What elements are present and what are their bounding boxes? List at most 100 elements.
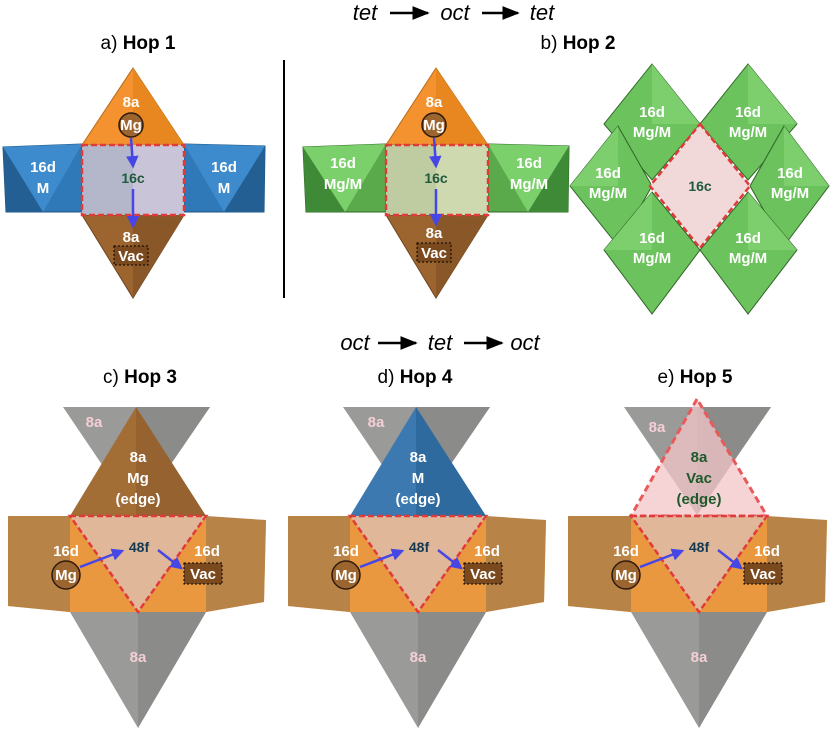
vacancy-box [183, 562, 223, 585]
mg-ion [118, 112, 144, 138]
panel-e-diagram: 8a 8a Vac (edge) 16d 16d Mg Vac 48f 8a [568, 396, 827, 728]
octa-16c-highlight [384, 143, 490, 217]
label-16d-right: 16d [211, 159, 237, 176]
label-16d-right: 16d [194, 543, 220, 560]
panel-a-diagram: 16d M 16d M 8a Mg 16c 8a Vac [2, 67, 266, 299]
label-vac: Vac [118, 248, 144, 265]
tetra-16d-left-side [303, 147, 345, 212]
octa-side-right [486, 516, 546, 612]
label-16c: 16c [121, 170, 145, 186]
panel-a-green-diagram: 16d Mg/M 16d Mg/M 8a Mg 16c 8a Vac [302, 67, 570, 299]
tetra-8a-bottom-side [133, 215, 184, 298]
label-16d: 16d [639, 104, 665, 121]
label-8a-bottom: 8a [123, 229, 140, 246]
tetra-16d-left-side [3, 147, 43, 212]
label-m-right: M [218, 180, 231, 197]
label-mg: Mg [423, 117, 445, 134]
tetra-8a-bottom-side [418, 612, 486, 728]
label-8a-top: 8a [123, 94, 140, 111]
vacancy-box [463, 562, 503, 585]
label-m-top: M [412, 470, 425, 487]
label-edge: (edge) [677, 491, 722, 508]
tetra-16d-left-face [3, 144, 82, 212]
tetra-16d-right-side [224, 146, 265, 212]
label-16d-left: 16d [333, 543, 359, 560]
octa-16c-face [386, 145, 436, 215]
label-mg: Mg [55, 567, 77, 584]
label-mgm: Mg/M [589, 185, 627, 202]
header-bottom-via: tet [428, 330, 453, 355]
octa-16d-right-face [784, 126, 829, 186]
hop-arrow-2 [437, 549, 463, 570]
label-8a-back: 8a [649, 419, 666, 436]
octa-16d-top-left-face [652, 64, 700, 124]
label-16d-left: 16d [53, 543, 79, 560]
label-8a-bottom: 8a [130, 649, 147, 666]
label-vac-top: Vac [686, 470, 712, 487]
panel-b-diagram: 16d Mg/M 16d Mg/M 16d Mg/M 16d Mg/M 16d … [569, 63, 830, 315]
label-16d: 16d [735, 230, 761, 247]
label-16d-right: 16d [516, 155, 542, 172]
vacancy-box [113, 245, 149, 266]
mg-ion [421, 112, 447, 138]
octa-16d-bottom-left-face [604, 192, 652, 250]
label-vac: Vac [421, 245, 447, 262]
hop-arrow-1 [429, 137, 442, 169]
header-top: tet oct tet [353, 0, 555, 25]
panel-d-title: d) Hop 4 [378, 367, 453, 388]
label-16d-right: 16d [754, 543, 780, 560]
label-edge: (edge) [116, 491, 161, 508]
panel-c-diagram: 8a 8a Mg (edge) 16d 16d Mg Vac 48f 8a [8, 407, 266, 728]
label-8a-top: 8a [410, 449, 427, 466]
label-vac: Vac [190, 566, 216, 583]
header-bottom-from: oct [340, 330, 370, 355]
octa-16c-highlight [80, 143, 186, 217]
tetra-8a-bottom-side [699, 612, 767, 728]
label-8a-back: 8a [368, 414, 385, 431]
panel-e-title: e) Hop 5 [658, 367, 733, 388]
label-16d: 16d [595, 165, 621, 182]
tetra-8a-top-side [436, 68, 488, 145]
tetra-8a-bottom-side [138, 612, 206, 728]
label-8a-bottom: 8a [410, 649, 427, 666]
vacancy-box [743, 562, 783, 585]
label-mg: Mg [615, 567, 637, 584]
header-top-via: oct [440, 0, 470, 25]
octa-16d-top-right-face [748, 64, 797, 124]
label-8a-bottom: 8a [691, 649, 708, 666]
octa-16c [648, 122, 752, 250]
label-16d: 16d [639, 230, 665, 247]
octa-16c-face [82, 145, 133, 215]
label-8a-top: 8a [426, 94, 443, 111]
panel-c-title: c) Hop 3 [103, 367, 177, 388]
hop-arrow-1 [79, 548, 125, 569]
panel-d-diagram: 8a 8a M (edge) 16d 16d Mg Vac 48f 8a [288, 407, 546, 728]
tetra-16d-left-face [303, 144, 386, 212]
label-mgm: Mg/M [633, 124, 671, 141]
hop-arrow-1 [359, 548, 405, 569]
label-16d-left: 16d [330, 155, 356, 172]
label-48f: 48f [129, 539, 150, 555]
tetra-8a-bottom-side [436, 215, 488, 298]
tetra-16d-right-face [184, 144, 265, 212]
mg-ion [331, 560, 361, 590]
label-16d: 16d [735, 104, 761, 121]
tetra-8a-top-side [136, 407, 206, 516]
label-mgm: Mg/M [729, 250, 767, 267]
label-8a-top: 8a [130, 449, 147, 466]
label-m-left: M [37, 180, 50, 197]
label-vac: Vac [470, 566, 496, 583]
label-mgm-left: Mg/M [324, 176, 362, 193]
octa-side-right [206, 516, 266, 612]
header-bottom-to: oct [510, 330, 540, 355]
label-8a-top: 8a [691, 449, 708, 466]
label-48f: 48f [409, 539, 430, 555]
octa-side-left [8, 516, 70, 612]
panel-b-title: b) Hop 2 [541, 33, 616, 54]
label-mg: Mg [120, 117, 142, 134]
label-8a-back: 8a [86, 414, 103, 431]
hop-arrow-2 [157, 549, 183, 570]
header-top-from: tet [353, 0, 378, 25]
label-mgm: Mg/M [633, 250, 671, 267]
header-bottom: oct tet oct [340, 330, 540, 355]
